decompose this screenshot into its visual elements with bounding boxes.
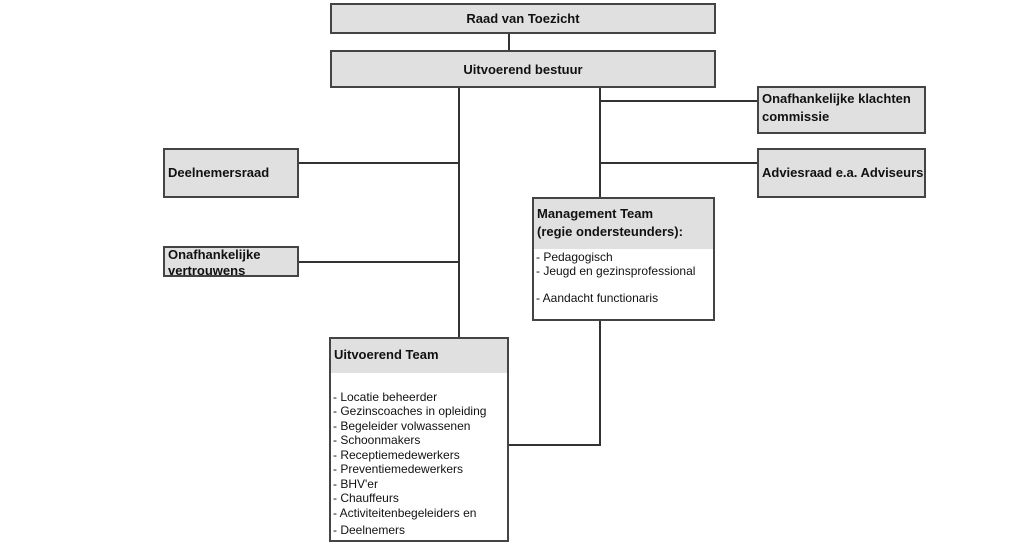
uitvoerend-bestuur-box: Uitvoerend bestuur (330, 50, 716, 88)
management-team-item: - Pedagogisch (536, 250, 613, 264)
connector-line (458, 87, 460, 338)
management-team-header: Management Team (regie ondersteunders): (534, 199, 713, 249)
uitvoerend-team-item: - Chauffeurs (333, 491, 399, 505)
uitvoerend-team-header: Uitvoerend Team (331, 339, 507, 373)
deelnemersraad-box: Deelnemersraad (163, 148, 299, 198)
raad-van-toezicht-box: Raad van Toezicht (330, 3, 716, 34)
management-team-item: - Jeugd en gezinsprofessional (536, 264, 696, 278)
uitvoerend-team-item: - Begeleider volwassenen (333, 419, 471, 433)
raad-van-toezicht-label: Raad van Toezicht (466, 11, 580, 26)
deelnemersraad-label: Deelnemersraad (168, 165, 270, 180)
uitvoerend-team-item: - Deelnemers (333, 523, 406, 537)
adviesraad-label: Adviesraad e.a. Adviseurs (762, 165, 924, 180)
uitvoerend-team-item: - Locatie beheerder (333, 390, 438, 404)
uitvoerend-team-box: Uitvoerend Team - Locatie beheerder - Ge… (329, 337, 509, 542)
connector-line (599, 87, 601, 198)
connector-line (507, 444, 601, 446)
uitvoerend-team-item: - Schoonmakers (333, 433, 421, 447)
uitvoerend-team-item: - Activiteitenbegeleiders en (333, 506, 477, 520)
uitvoerend-team-item: - BHV'er (333, 477, 378, 491)
uitvoerend-team-item: - Receptiemedewerkers (333, 448, 460, 462)
uitvoerend-bestuur-label: Uitvoerend bestuur (463, 61, 583, 77)
uitvoerend-team-title: Uitvoerend Team (334, 347, 439, 362)
uitvoerend-team-item: - Gezinscoaches in opleiding (333, 404, 487, 418)
connector-line (297, 261, 459, 263)
klachten-label-line1: Onafhankelijke klachten (762, 91, 911, 106)
connector-line (508, 33, 510, 50)
management-team-subtitle: (regie ondersteunders): (537, 224, 683, 239)
vertrouwens-label-line2: vertrouwens (168, 263, 246, 277)
vertrouwens-label-line1: Onafhankelijke (168, 247, 261, 262)
connector-line (600, 162, 758, 164)
management-team-item: - Aandacht functionaris (536, 291, 659, 305)
vertrouwens-box: Onafhankelijke vertrouwens (163, 246, 299, 277)
adviesraad-box: Adviesraad e.a. Adviseurs (757, 148, 926, 198)
management-team-title: Management Team (537, 206, 654, 221)
klachten-label-line2: commissie (762, 109, 830, 124)
connector-line (297, 162, 459, 164)
uitvoerend-team-item: - Preventiemedewerkers (333, 462, 464, 476)
connector-line (599, 319, 601, 446)
management-team-box: Management Team (regie ondersteunders): … (532, 197, 715, 321)
klachten-commissie-box: Onafhankelijke klachten commissie (757, 86, 926, 134)
connector-line (600, 100, 758, 102)
